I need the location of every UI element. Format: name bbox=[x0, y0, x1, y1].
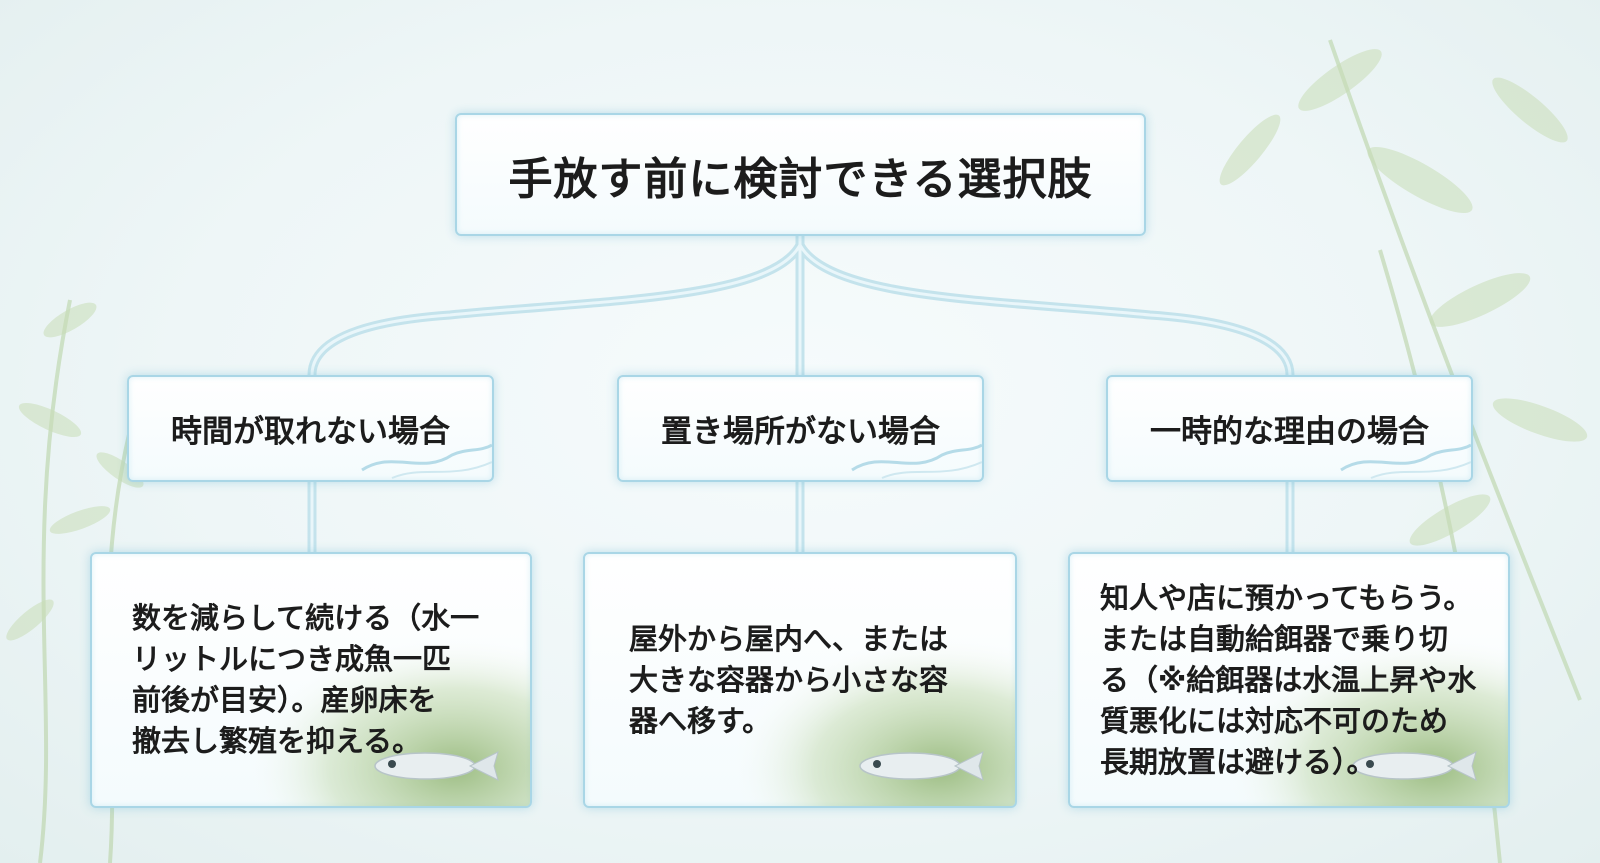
description-box-no-time: 数を減らして続ける（水一 リットルにつき成魚一匹 前後が目安）。産卵床を 撤去し… bbox=[90, 552, 532, 808]
medaka-fish-image bbox=[230, 616, 530, 806]
category-box-no-space: 置き場所がない場合 bbox=[617, 375, 984, 482]
description-box-no-space: 屋外から屋内へ、または 大きな容器から小さな容 器へ移す。 bbox=[583, 552, 1017, 808]
diagram-title-box: 手放す前に検討できる選択肢 bbox=[455, 113, 1146, 236]
category-label: 時間が取れない場合 bbox=[171, 414, 450, 450]
category-box-no-time: 時間が取れない場合 bbox=[127, 375, 494, 482]
water-ripple-decoration bbox=[361, 443, 492, 479]
category-label: 置き場所がない場合 bbox=[661, 414, 940, 450]
category-box-temporary: 一時的な理由の場合 bbox=[1106, 375, 1473, 482]
diagram-title: 手放す前に検討できる選択肢 bbox=[508, 153, 1093, 205]
medaka-fish-image bbox=[1208, 616, 1508, 806]
category-label: 一時的な理由の場合 bbox=[1150, 414, 1429, 450]
water-ripple-decoration bbox=[851, 443, 982, 479]
option-description: 屋外から屋内へ、または 大きな容器から小さな容 器へ移す。 bbox=[629, 621, 949, 738]
description-box-temporary: 知人や店に預かってもらう。 または自動給餌器で乗り切 る（※給餌器は水温上昇や水… bbox=[1068, 552, 1510, 808]
option-description: 数を減らして続ける（水一 リットルにつき成魚一匹 前後が目安）。産卵床を 撤去し… bbox=[132, 601, 480, 758]
water-ripple-decoration bbox=[1340, 443, 1471, 479]
medaka-fish-image bbox=[715, 616, 1015, 806]
option-description: 知人や店に預かってもらう。 または自動給餌器で乗り切 る（※給餌器は水温上昇や水… bbox=[1100, 580, 1477, 779]
